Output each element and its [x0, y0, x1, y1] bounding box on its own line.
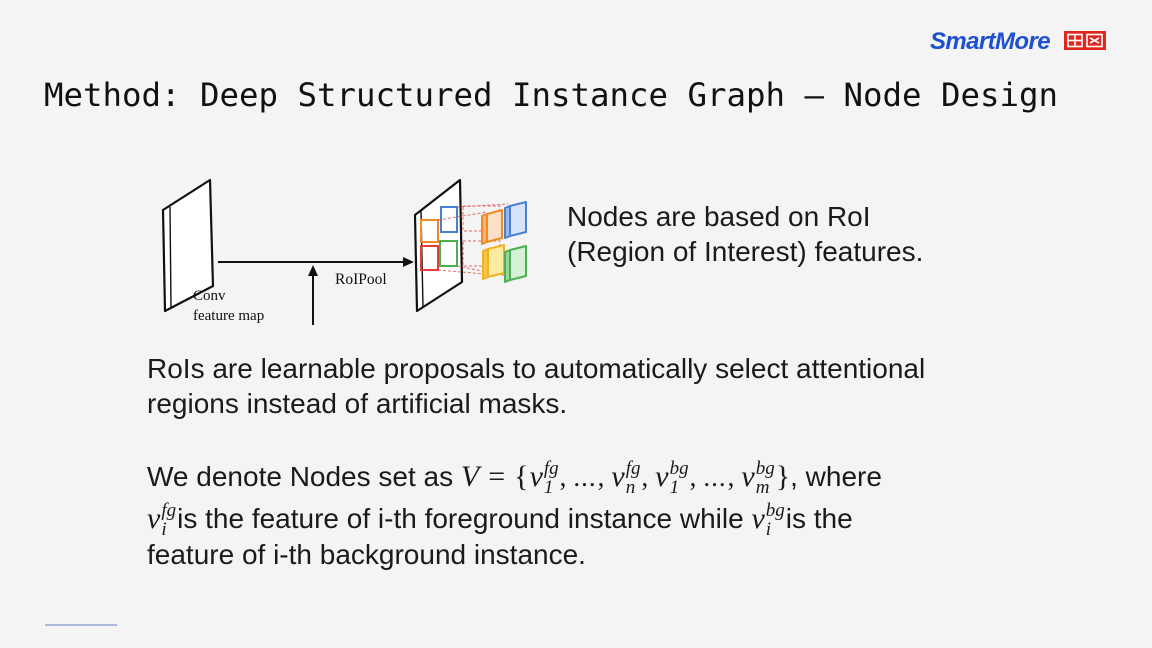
formula-equals: =	[488, 460, 506, 493]
rois-description: RoIs are learnable proposals to automati…	[147, 351, 925, 421]
formula-comma: ,	[559, 462, 567, 492]
formula-set-symbol: V	[460, 460, 480, 493]
footer-mark	[45, 624, 117, 626]
logo-badge	[1064, 31, 1106, 50]
roi-boxes	[420, 206, 458, 271]
formula-comma: ,	[689, 462, 697, 492]
nodes-line-1: Nodes are based on RoI	[567, 201, 871, 232]
conv-feature-map-slab	[161, 178, 215, 313]
roipool-label: RoIPool	[335, 271, 387, 288]
formula-open-brace: {	[514, 460, 529, 493]
formula-comma: ,	[597, 462, 605, 492]
term-sub: i	[161, 519, 167, 540]
roipool-arrow	[308, 265, 318, 325]
rois-line-2: regions instead of artificial masks.	[147, 388, 568, 419]
conv-label: Conv	[193, 288, 226, 304]
roipool-diagram: RoIPool Conv feature map	[161, 178, 527, 325]
brand-logo-text: SmartMore	[930, 28, 1051, 55]
term-sup: bg	[669, 458, 689, 479]
pooled-cube-blue	[504, 201, 527, 239]
term-sup: fg	[543, 458, 559, 479]
rois-line-1: RoIs are learnable proposals to automati…	[147, 353, 926, 384]
pooled-cube-orange	[481, 209, 503, 245]
term-base: v	[611, 460, 625, 493]
flow-arrow	[218, 257, 414, 267]
term-sup: bg	[755, 458, 775, 479]
roi-box-red	[420, 245, 439, 271]
slide-title: Method: Deep Structured Instance Graph –…	[44, 76, 1059, 114]
nodes-description: Nodes are based on RoI (Region of Intere…	[567, 199, 923, 269]
denote-prefix: We denote Nodes set as	[147, 461, 461, 492]
term-sub: 1	[543, 477, 554, 498]
formula-comma: ,	[727, 462, 735, 492]
background-description: feature of i-th background instance.	[147, 539, 586, 570]
formula-comma: ,	[641, 462, 649, 492]
roi-box-blue	[440, 206, 458, 233]
formula-ellipsis: ...	[573, 462, 597, 492]
nodes-line-2: (Region of Interest) features.	[567, 236, 924, 267]
background-lead: is the	[785, 503, 853, 534]
term-base: v	[147, 502, 161, 535]
term-base: v	[655, 460, 669, 493]
term-base: v	[741, 460, 755, 493]
pooled-cube-green	[504, 245, 527, 283]
formula-close-brace: }	[775, 460, 791, 493]
foreground-description: is the feature of i-th foreground instan…	[177, 503, 752, 534]
denote-suffix: , where	[790, 461, 882, 492]
denote-line-3: feature of i-th background instance.	[147, 533, 586, 577]
term-base: v	[751, 502, 765, 535]
term-sup: fg	[161, 500, 177, 521]
term-sup: fg	[625, 458, 641, 479]
term-sub: 1	[669, 477, 680, 498]
term-sub: m	[755, 477, 770, 498]
roi-box-orange	[420, 219, 439, 243]
formula-ellipsis: ...	[703, 462, 727, 492]
term-sup: bg	[765, 500, 785, 521]
pooled-feature-cubes	[481, 201, 527, 283]
term-base: v	[529, 460, 543, 493]
logo-badge-mark	[1067, 33, 1103, 48]
feature-map-label: feature map	[193, 308, 264, 324]
term-sub: n	[625, 477, 636, 498]
term-sub: i	[765, 519, 772, 540]
pooled-cube-yellow	[482, 244, 505, 280]
roi-box-green	[439, 240, 458, 267]
